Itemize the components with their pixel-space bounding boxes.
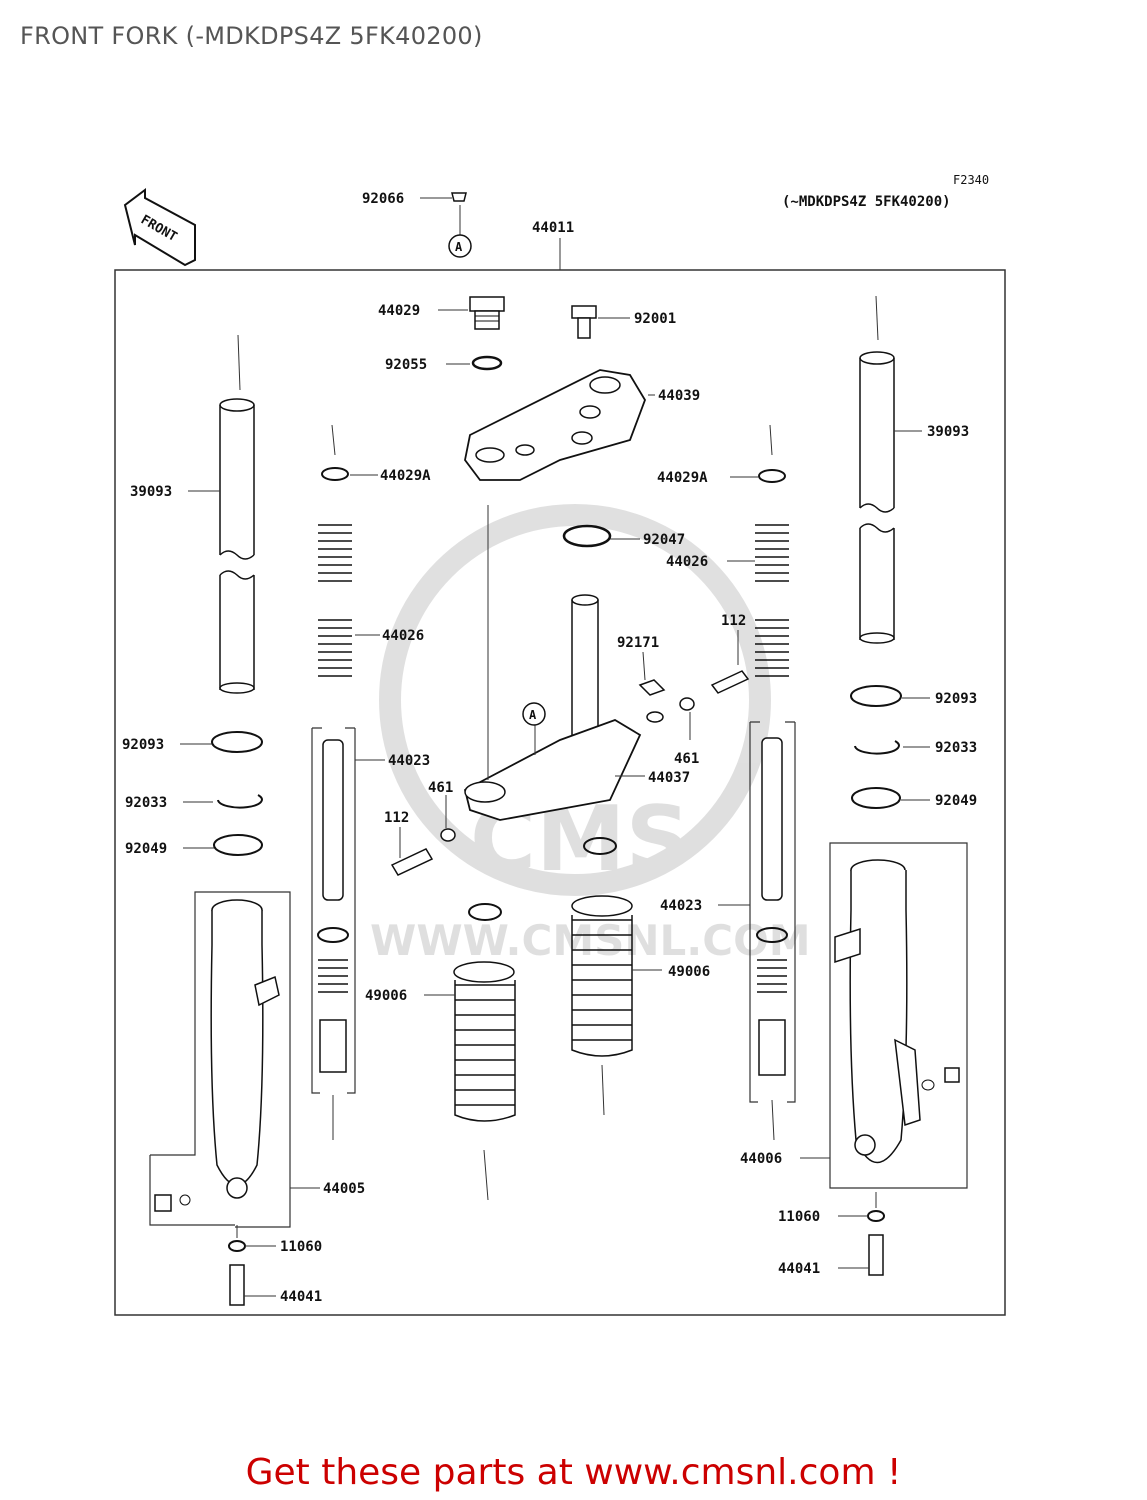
label-92049-left: 92049 <box>125 841 167 857</box>
label-49006-left: 49006 <box>365 988 407 1004</box>
inner-tube-left-part <box>219 334 255 694</box>
upper-bracket-part <box>464 369 646 481</box>
label-44039: 44039 <box>658 388 700 404</box>
label-44041-right: 44041 <box>778 1261 820 1277</box>
svg-text:A: A <box>455 240 463 254</box>
diagram-code: F2340 <box>953 173 989 187</box>
label-92066: 92066 <box>362 191 404 207</box>
label-49006-right: 49006 <box>668 964 710 980</box>
label-44026-left: 44026 <box>382 628 424 644</box>
label-92033-right: 92033 <box>935 740 977 756</box>
front-fork-exploded-diagram: CMS WWW.CMSNL.COM F2340 (~MDKDPS4Z 5FK40… <box>114 173 1006 1316</box>
label-39093-left: 39093 <box>130 484 172 500</box>
label-44029: 44029 <box>378 303 420 319</box>
page-title: FRONT FORK (-MDKDPS4Z 5FK40200) <box>20 22 483 50</box>
ref-marker-a-top: A <box>448 234 472 258</box>
label-44029a-left: 44029A <box>380 468 431 484</box>
fork-spring-left-part <box>318 524 352 677</box>
label-92171: 92171 <box>617 635 659 651</box>
applicability-note: (~MDKDPS4Z 5FK40200) <box>782 194 951 210</box>
label-92001: 92001 <box>634 311 676 327</box>
label-44005: 44005 <box>323 1181 365 1197</box>
label-92055: 92055 <box>385 357 427 373</box>
label-461-right: 461 <box>674 751 699 767</box>
front-arrow-icon: FRONT <box>123 188 196 267</box>
svg-text:A: A <box>529 708 537 722</box>
part-number-labels: 92066 44011 44029 92001 92055 44039 3909… <box>122 191 977 1305</box>
ref-marker-a-stem: A <box>522 702 546 726</box>
label-11060-left: 11060 <box>280 1239 322 1255</box>
inner-tube-right-part <box>859 295 895 644</box>
outer-tube-right-part <box>829 842 968 1189</box>
label-92093-left: 92093 <box>122 737 164 753</box>
fork-spring-right-part <box>755 524 789 677</box>
label-44023-right: 44023 <box>660 898 702 914</box>
outer-tube-left-part <box>149 891 291 1228</box>
steering-stem-part <box>463 594 642 821</box>
label-44037: 44037 <box>648 770 690 786</box>
label-112-right: 112 <box>721 613 746 629</box>
label-92047: 92047 <box>643 532 685 548</box>
label-92093-right: 92093 <box>935 691 977 707</box>
watermark-url: WWW.CMSNL.COM <box>370 916 811 965</box>
damper-assembly-left-part <box>311 727 356 1094</box>
label-44029a-right: 44029A <box>657 470 708 486</box>
damper-assembly-right-part <box>749 721 796 1103</box>
label-112-left: 112 <box>384 810 409 826</box>
label-44026-right: 44026 <box>666 554 708 570</box>
label-11060-right: 11060 <box>778 1209 820 1225</box>
label-461-left: 461 <box>428 780 453 796</box>
label-92049-right: 92049 <box>935 793 977 809</box>
label-44011: 44011 <box>532 220 574 236</box>
label-44023-left: 44023 <box>388 753 430 769</box>
label-92033-left: 92033 <box>125 795 167 811</box>
fork-boot-left-part <box>453 961 516 1122</box>
label-44006: 44006 <box>740 1151 782 1167</box>
label-44041-left: 44041 <box>280 1289 322 1305</box>
label-39093-right: 39093 <box>927 424 969 440</box>
cmsnl-promo-link[interactable]: Get these parts at www.cmsnl.com ! <box>245 1452 902 1493</box>
fork-cap-bolt-part <box>469 296 505 330</box>
fork-boot-right-part <box>571 895 633 1057</box>
